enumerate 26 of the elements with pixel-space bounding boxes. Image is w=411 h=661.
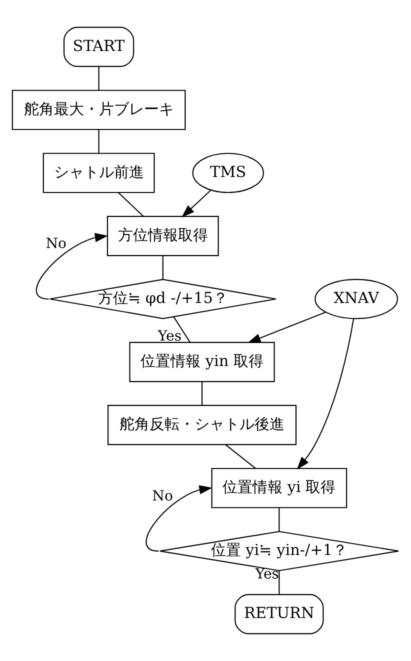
node-box: シャトル前進 xyxy=(42,152,155,194)
connector xyxy=(98,130,100,154)
node-box: RETURN xyxy=(234,594,324,634)
connector xyxy=(98,66,100,90)
node-box: 舵角最大・片ブレーキ xyxy=(12,90,186,130)
connector xyxy=(201,382,203,406)
node-box: 位置情報 yin 取得 xyxy=(129,342,275,382)
connector xyxy=(162,256,164,280)
connector xyxy=(278,508,280,532)
node-diamond: 方位≒ φd -/+15？ xyxy=(49,278,277,320)
arrow xyxy=(36,233,108,300)
arrow xyxy=(296,318,354,470)
node-box: 位置情報 yi 取得 xyxy=(211,468,348,508)
edge-label: No xyxy=(46,236,67,252)
node-box: 舵角反転・シャトル後進 xyxy=(108,404,297,446)
connector xyxy=(278,570,280,595)
arrow xyxy=(248,312,326,343)
node-box: START xyxy=(63,26,134,67)
node-ellipse: TMS xyxy=(192,152,264,194)
node-ellipse: XNAV xyxy=(314,278,398,320)
node-box: 方位情報取得 xyxy=(106,216,219,256)
connector xyxy=(118,192,144,217)
connector xyxy=(173,316,190,342)
edge-label: No xyxy=(152,488,173,505)
connector xyxy=(225,444,256,469)
arrow xyxy=(182,190,211,218)
